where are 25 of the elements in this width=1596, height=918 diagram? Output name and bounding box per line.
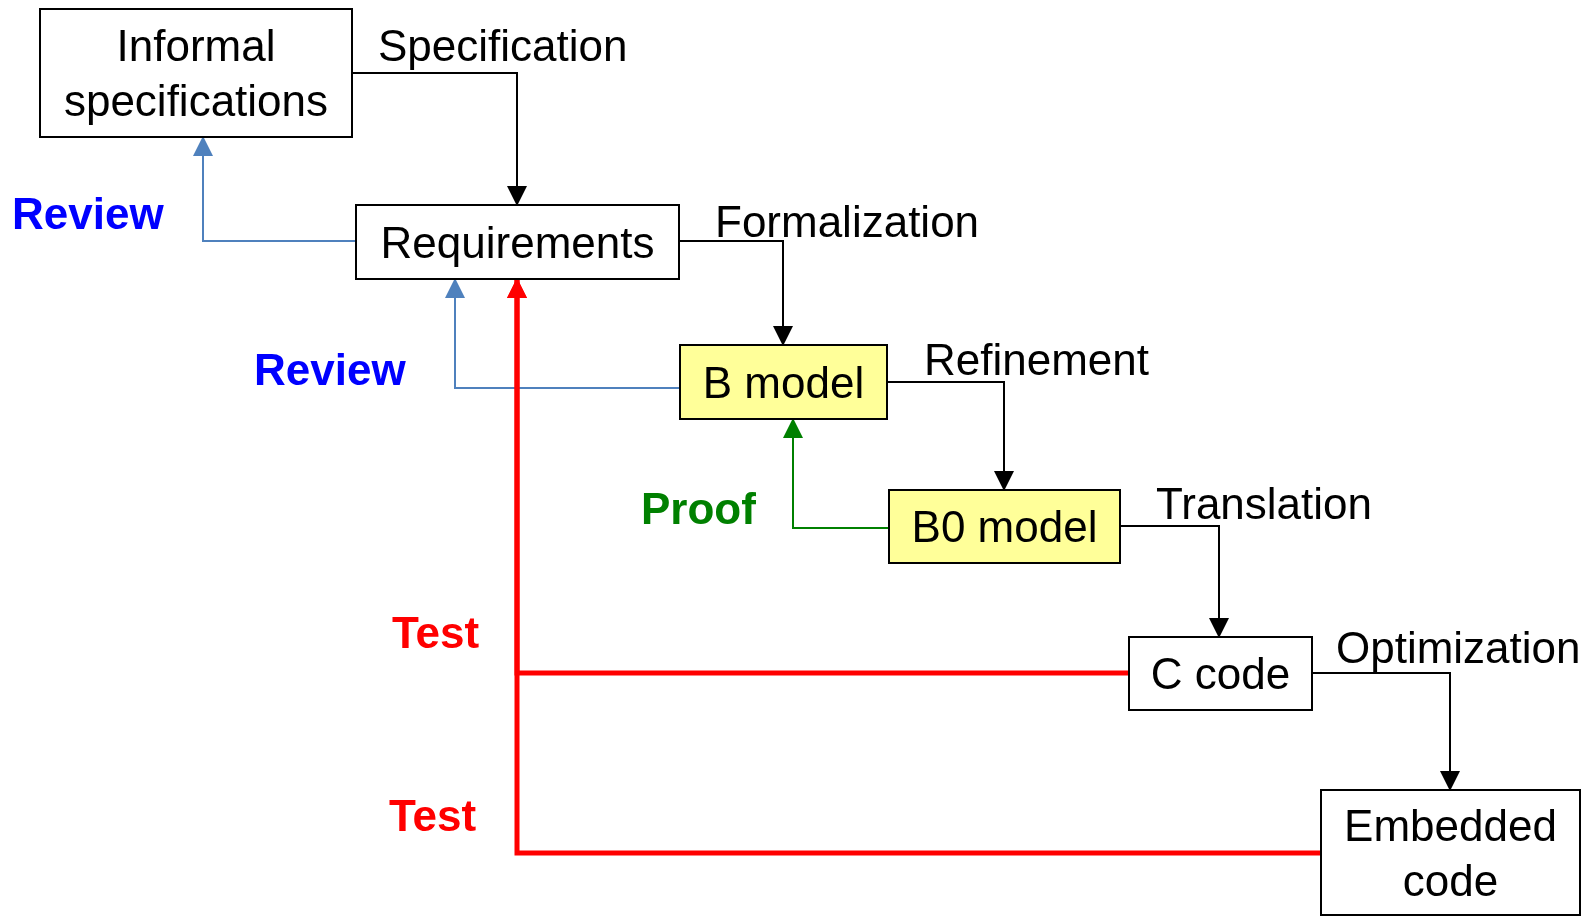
- edge-label: Specification: [378, 20, 628, 72]
- arrow: [193, 136, 356, 242]
- arrow: [887, 381, 1014, 491]
- arrow: [445, 278, 680, 389]
- process-box: C code: [1128, 636, 1313, 711]
- edge-label: Formalization: [715, 196, 980, 248]
- arrow: [352, 72, 527, 206]
- arrow: [1312, 672, 1460, 791]
- edge-label: Translation: [1156, 478, 1373, 530]
- edge-label: Review: [254, 344, 406, 396]
- process-box: Embedded code: [1320, 789, 1581, 916]
- process-box: Informal specifications: [39, 8, 353, 138]
- edge-label: Optimization: [1336, 622, 1581, 674]
- process-box: B0 model: [888, 489, 1121, 564]
- arrow: [507, 278, 1320, 856]
- arrow: [679, 240, 793, 346]
- edge-label: Refinement: [924, 334, 1149, 386]
- process-box: B model: [679, 344, 888, 420]
- process-box: Requirements: [355, 204, 680, 280]
- edge-label: Proof: [641, 483, 756, 535]
- edge-label: Review: [12, 188, 164, 240]
- arrow: [783, 418, 889, 529]
- edge-label: Test: [389, 790, 477, 842]
- arrow: [1120, 525, 1229, 638]
- edge-label: Test: [392, 607, 480, 659]
